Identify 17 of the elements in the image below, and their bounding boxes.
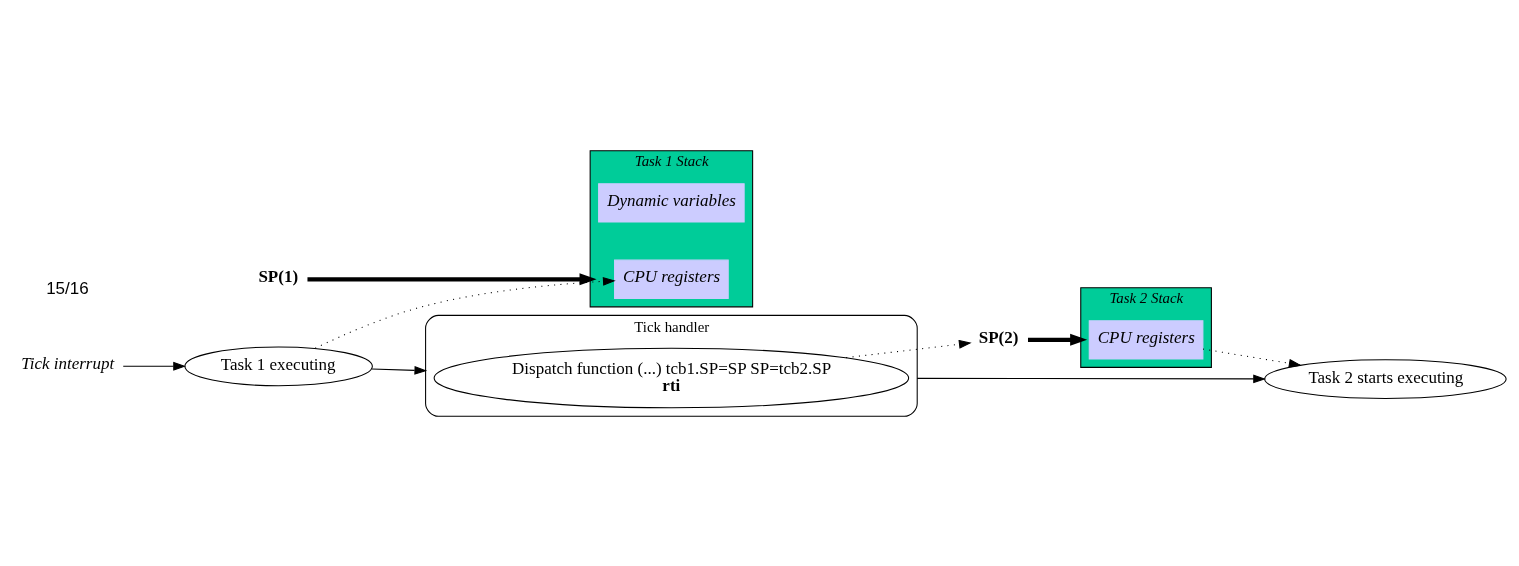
arrow (1202, 348, 1302, 368)
arrow (916, 373, 1266, 383)
node-box: Dynamic variables (598, 182, 745, 222)
node-ellipse: Dispatch function (...) tcb1.SP=SP SP=tcb2.SP rti (433, 347, 910, 408)
node-ellipse: Task 1 executing (184, 345, 373, 386)
arrow (845, 339, 972, 358)
label: 15/16 (46, 278, 89, 298)
node-box: CPU registers (1088, 319, 1204, 359)
node-text: SP(2) (978, 327, 1019, 347)
arrow (122, 361, 186, 371)
arrow (307, 272, 597, 285)
node-box: CPU registers (614, 259, 729, 299)
node-text: SP(1) (258, 266, 299, 286)
node-text: Tick interrupt (21, 353, 115, 373)
arrow (1028, 333, 1088, 346)
arrow (371, 365, 428, 375)
arrow (314, 276, 616, 349)
